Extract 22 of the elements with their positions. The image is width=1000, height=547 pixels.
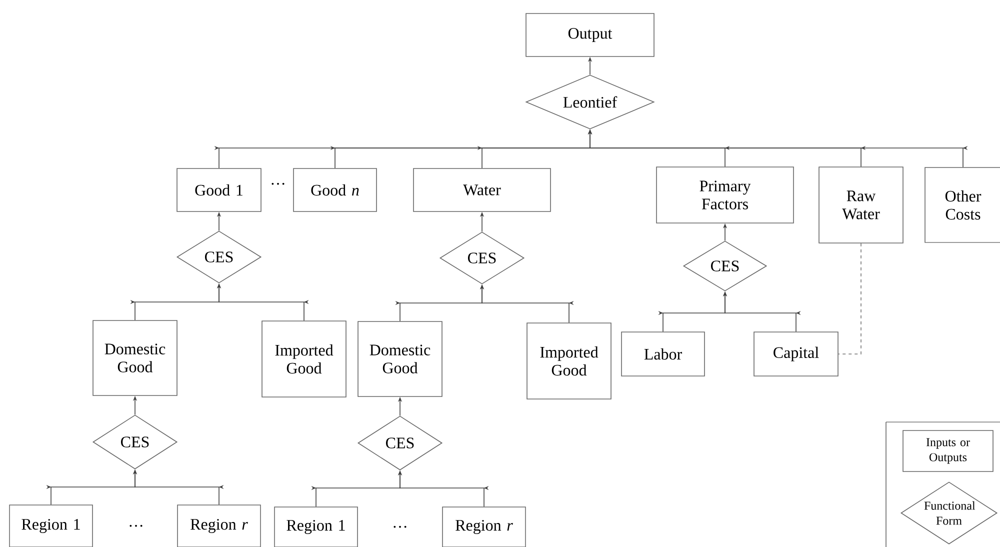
process-box: Capital: [754, 332, 838, 376]
process-box: Primary Factors: [656, 166, 794, 224]
process-box: Other Costs: [924, 167, 1000, 243]
process-box: Region r: [177, 504, 261, 547]
process-box: Labor: [621, 332, 705, 376]
process-box: Imported Good: [262, 320, 346, 398]
process-box: Raw Water: [818, 166, 904, 244]
process-box: Output: [526, 13, 654, 57]
process-box: Imported Good: [526, 322, 612, 400]
dashed-connector: [838, 243, 862, 354]
process-box: Water: [413, 168, 551, 212]
ellipsis: ···: [272, 182, 284, 185]
process-box: Region 1: [274, 506, 358, 547]
process-box: Good n: [293, 168, 377, 212]
ellipsis: ···: [394, 526, 406, 528]
legend-box: Inputs or Outputs: [902, 430, 994, 472]
process-box: Domestic Good: [358, 321, 442, 397]
process-box: Domestic Good: [92, 320, 178, 396]
process-box: Region 1: [9, 504, 93, 547]
process-box: Good 1: [176, 168, 262, 212]
ellipsis: ···: [130, 524, 142, 527]
process-box: Region r: [442, 506, 526, 547]
